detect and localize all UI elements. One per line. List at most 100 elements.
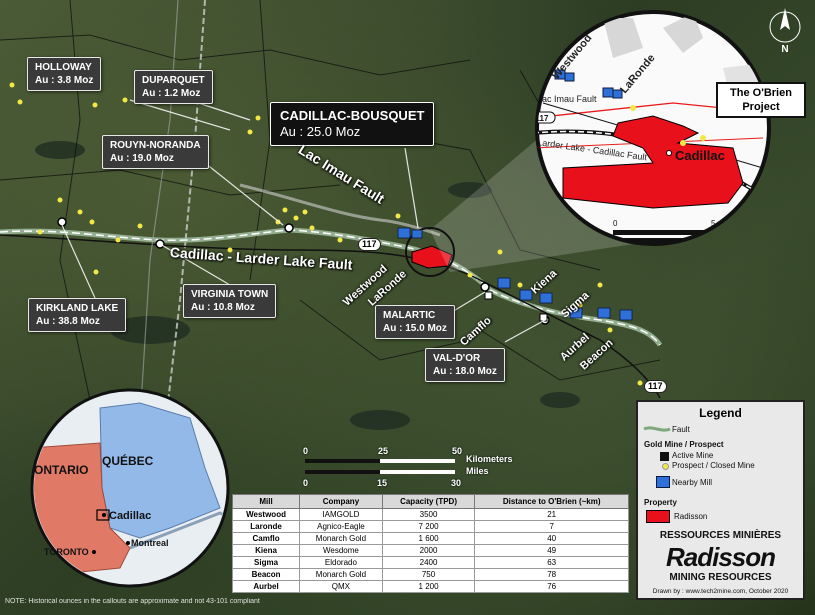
property-focus-circle [405, 227, 455, 277]
cell-distance: 21 [474, 508, 629, 521]
legend-mill: Nearby Mill [672, 478, 713, 487]
scale-km-25: 25 [378, 446, 389, 456]
route-117-marker-east: 117 [644, 380, 667, 393]
property-swatch [646, 510, 670, 523]
header-capacity: Capacity (TPD) [381, 494, 476, 509]
project-label: The O'Brien Project [716, 82, 806, 118]
scale-km-label: Kilometers [466, 454, 513, 464]
cell-distance: 40 [474, 532, 629, 545]
logo-main: Radisson [665, 542, 776, 572]
callout-name: VAL-D'OR [433, 353, 481, 364]
callout-duparquet: DUPARQUET Au : 1.2 Moz [134, 70, 213, 104]
header-company: Company [299, 494, 383, 509]
cell-capacity: 750 [381, 568, 476, 581]
logo-top: RESSOURCES MINIÈRES [659, 530, 782, 541]
callout-au: Au : 3.8 Moz [35, 75, 94, 86]
cell-mill: Beacon [231, 568, 301, 581]
scale-mi-0: 0 [303, 478, 309, 488]
mill-table: Mill Company Capacity (TPD) Distance to … [231, 494, 629, 593]
cell-capacity: 7 200 [381, 520, 476, 533]
cell-distance: 78 [474, 568, 629, 581]
cell-capacity: 2400 [381, 556, 476, 569]
scale-mi-label: Miles [466, 466, 489, 476]
cell-capacity: 2000 [381, 544, 476, 557]
legend-fault: Fault [672, 425, 690, 434]
locator-quebec: QUÉBEC [102, 453, 154, 468]
north-arrow-icon: N [769, 8, 801, 55]
callout-virginia-town: VIRGINIA TOWN Au : 10.8 Moz [183, 284, 277, 318]
cell-distance: 76 [474, 580, 629, 593]
cell-company: Monarch Gold [299, 568, 383, 581]
callout-au: Au : 15.0 Moz [383, 323, 447, 334]
inset-scale-km-5: 5 [711, 219, 716, 228]
cell-mill: Laronde [231, 520, 301, 533]
inset-route-117: 117 [536, 114, 549, 123]
prospect-dot-icon [662, 463, 669, 470]
cell-company: Agnico-Eagle [299, 520, 383, 533]
cadillac-larder-fault-dash [0, 229, 661, 346]
callout-name: HOLLOWAY [35, 62, 92, 73]
legend-fault-icon [643, 426, 671, 432]
cell-distance: 7 [474, 520, 629, 533]
legend-prospect: Prospect / Closed Mine [672, 461, 755, 470]
callout-name: DUPARQUET [142, 75, 205, 86]
inset-scale-km: Km [717, 229, 729, 238]
provincial-border [159, 0, 206, 471]
scale-km-0: 0 [303, 446, 309, 456]
mill-icons [397, 227, 633, 321]
callout-rouyn-noranda: ROUYN-NORANDA Au : 19.0 Moz [102, 135, 209, 169]
legend-title: Legend [699, 406, 742, 420]
cell-capacity: 1 600 [381, 532, 476, 545]
scale-mi-30: 30 [451, 478, 462, 488]
scale-mi-15: 15 [377, 478, 388, 488]
legend-radisson: Radisson [674, 512, 708, 521]
property-polygon [411, 245, 453, 269]
footnote: NOTE: Historical ounces in the callouts … [5, 598, 260, 605]
cell-mill: Aurbel [231, 580, 301, 593]
inset-label-cadillac: Cadillac [675, 148, 725, 163]
callout-au: Au : 38.8 Moz [36, 316, 100, 327]
callout-au: Au : 18.0 Moz [433, 366, 497, 377]
callout-cadillac-bousquet: CADILLAC-BOUSQUET Au : 25.0 Moz [270, 102, 435, 146]
north-letter: N [781, 44, 788, 55]
mill-table-header: Mill Company Capacity (TPD) Distance to … [231, 494, 629, 509]
inset-label-lac-imau: Lac Imau Fault [537, 94, 597, 104]
callout-name: MALARTIC [383, 310, 436, 321]
locator-ontario: ONTARIO [34, 463, 88, 477]
lakes [35, 141, 580, 430]
mill-icon [656, 476, 670, 488]
cell-distance: 49 [474, 544, 629, 557]
cell-distance: 63 [474, 556, 629, 569]
callout-malartic: MALARTIC Au : 15.0 Moz [375, 305, 455, 339]
prospect-dots [9, 82, 643, 386]
locator-toronto: TORONTO [44, 547, 89, 557]
inset-scale-mi: Mi [717, 237, 726, 246]
cell-capacity: 1 200 [381, 580, 476, 593]
locator-map: ONTARIO QUÉBEC Cadillac Montreal TORONTO [30, 388, 230, 588]
callout-name: KIRKLAND LAKE [36, 303, 119, 314]
callout-val-dor: VAL-D'OR Au : 18.0 Moz [425, 348, 505, 382]
legend-active: Active Mine [672, 451, 714, 460]
callout-au: Au : 1.2 Moz [142, 88, 201, 99]
locator-montreal: Montreal [131, 538, 169, 548]
scale-bar [305, 459, 455, 474]
legend-panel: Legend Fault Gold Mine / Prospect Active… [636, 400, 805, 600]
callout-kirkland-lake: KIRKLAND LAKE Au : 38.8 Moz [28, 298, 127, 332]
callout-au: Au : 19.0 Moz [110, 153, 174, 164]
inset-scale-km-0: 0 [613, 219, 618, 228]
inset-zoom-map: Westwood LaRonde Lac Imau Fault Larder L… [535, 10, 771, 246]
cell-company: QMX [299, 580, 383, 593]
cell-mill: Camflo [231, 532, 301, 545]
cell-mill: Westwood [231, 508, 301, 521]
cell-capacity: 3500 [381, 508, 476, 521]
legend-gold-heading: Gold Mine / Prospect [644, 440, 724, 449]
locator-cadillac: Cadillac [109, 510, 151, 522]
cell-company: Eldorado [299, 556, 383, 569]
highway-101 [139, 0, 179, 421]
